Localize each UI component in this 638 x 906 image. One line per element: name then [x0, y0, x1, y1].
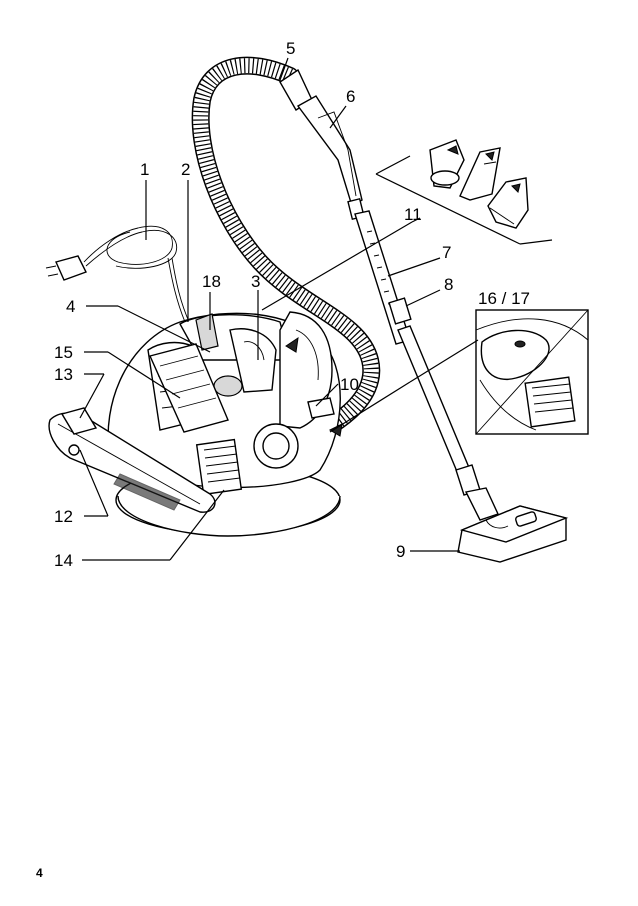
callout-labels: 1 2 3 4 5 6 7 8 9 10 11 12 13 14 15 16 /… — [54, 39, 530, 570]
floor-nozzle — [457, 487, 569, 563]
callout-4: 4 — [66, 297, 75, 316]
hose — [191, 56, 381, 449]
callout-11: 11 — [404, 205, 422, 224]
plug — [45, 255, 87, 281]
callout-12: 12 — [54, 507, 73, 526]
front-cover — [48, 407, 216, 513]
upholstery-nozzle — [429, 139, 465, 189]
callout-7: 7 — [442, 243, 451, 262]
callout-6: 6 — [346, 87, 355, 106]
vacuum-body — [107, 311, 343, 537]
callout-3: 3 — [251, 272, 260, 291]
filter-frame — [149, 343, 229, 433]
callout-1: 1 — [140, 160, 149, 179]
callout-10: 10 — [340, 375, 359, 394]
leader-lines — [79, 57, 479, 561]
callout-9: 9 — [396, 542, 405, 561]
crevice-nozzle — [459, 147, 501, 201]
callout-2: 2 — [181, 160, 190, 179]
power-cord — [83, 225, 191, 325]
telescopic-tube — [354, 210, 481, 496]
callout-14: 14 — [54, 551, 73, 570]
callout-5: 5 — [286, 39, 295, 58]
callout-8: 8 — [444, 275, 453, 294]
callout-18: 18 — [202, 272, 221, 291]
dusting-brush — [487, 177, 529, 229]
accessory-box — [375, 155, 553, 245]
filter-detail-inset — [475, 309, 589, 435]
callout-16-17: 16 / 17 — [478, 289, 530, 308]
callout-15: 15 — [54, 343, 73, 362]
page-number: 4 — [36, 866, 43, 880]
callout-13: 13 — [54, 365, 73, 384]
